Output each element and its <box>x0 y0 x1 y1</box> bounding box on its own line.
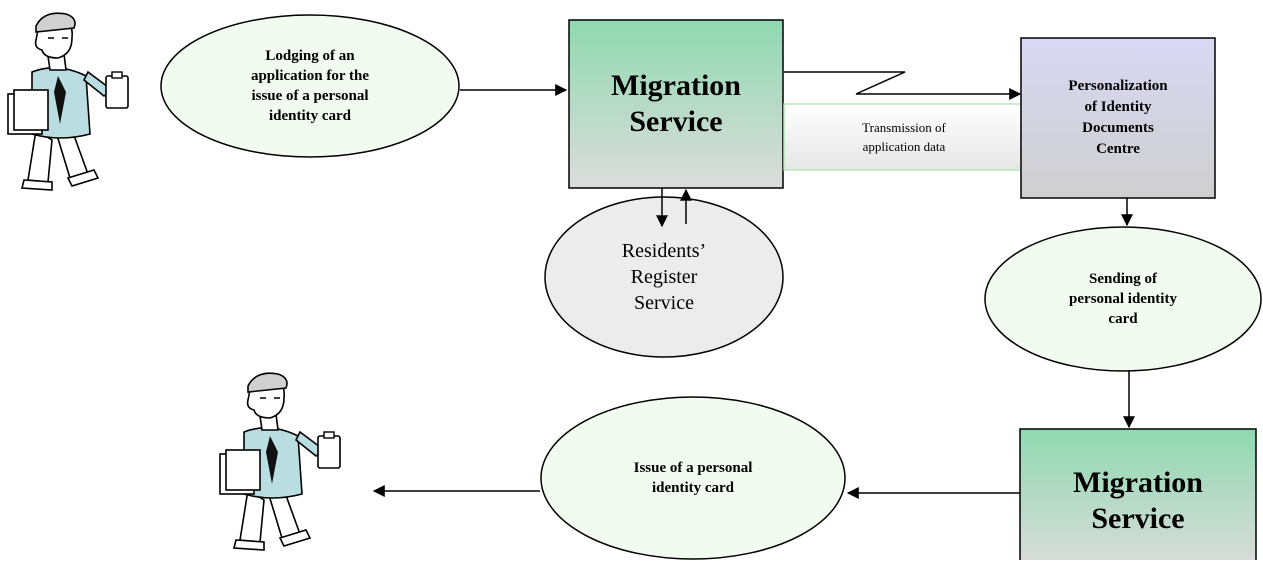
person-with-clipboard-icon <box>7 12 129 191</box>
arrow-migration-to-personalization <box>784 71 1022 100</box>
residents-register-label: Residents’ Register Service <box>621 240 707 314</box>
application-ellipse-label: Lodging of an application for the issue … <box>250 48 370 124</box>
issue-card-ellipse <box>540 396 846 560</box>
personalization-centre-label: Personalization of Identity Documents Ce… <box>1068 78 1168 157</box>
migration-service-top-label: Migration Service <box>611 69 741 138</box>
sending-card-label: Sending of personal identity card <box>1069 271 1177 327</box>
migration-service-bottom-box <box>1019 428 1257 560</box>
transmission-note-box <box>783 103 1025 171</box>
issue-card-label: Issue of a personal identity card <box>633 460 753 496</box>
transmission-note-label: Transmission of application data <box>862 120 946 154</box>
migration-service-bottom-label: Migration Service <box>1073 466 1203 535</box>
person-with-clipboard-icon <box>219 372 341 551</box>
residents-register-ellipse <box>544 196 784 358</box>
personalization-centre-box <box>1020 37 1216 199</box>
application-ellipse <box>160 14 460 158</box>
sending-card-ellipse <box>984 226 1262 372</box>
migration-service-top-box <box>568 19 784 189</box>
